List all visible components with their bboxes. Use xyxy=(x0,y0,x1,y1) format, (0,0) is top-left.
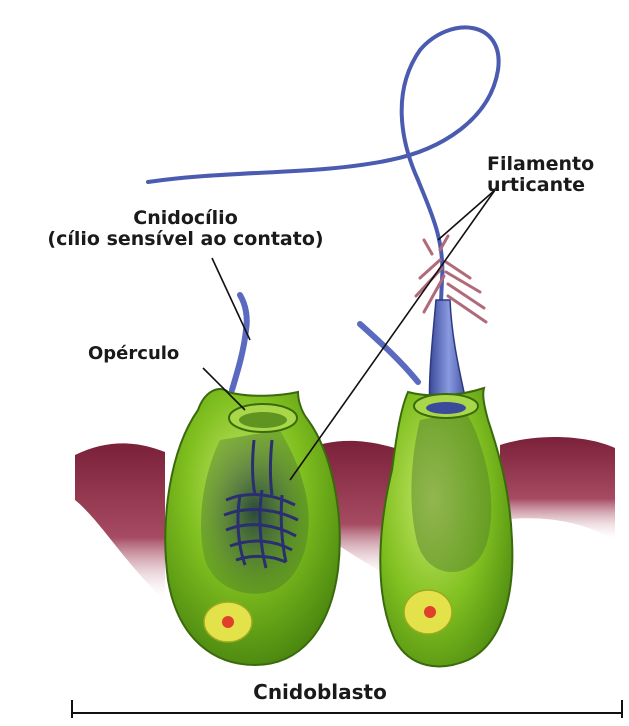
label-cnidocilio-title: Cnidocílio xyxy=(8,208,363,229)
label-cnidocilio-subtitle: (cílio sensível ao contato) xyxy=(8,229,363,250)
cnidocil-right xyxy=(360,324,418,382)
filament-shaft xyxy=(416,236,486,412)
cnidoblast-left xyxy=(165,389,339,665)
label-operculo: Opérculo xyxy=(88,344,179,364)
label-filamento-urticante: Filamento urticante xyxy=(487,154,594,197)
label-filamento-line2: urticante xyxy=(487,175,594,196)
cnidocil-left xyxy=(232,295,247,390)
tissue-layer xyxy=(75,437,615,600)
cnidoblast-right xyxy=(380,388,512,666)
label-cnidoblasto: Cnidoblasto xyxy=(230,681,410,703)
label-cnidocilio: Cnidocílio (cílio sensível ao contato) xyxy=(8,208,363,251)
label-filamento-line1: Filamento xyxy=(487,154,594,175)
